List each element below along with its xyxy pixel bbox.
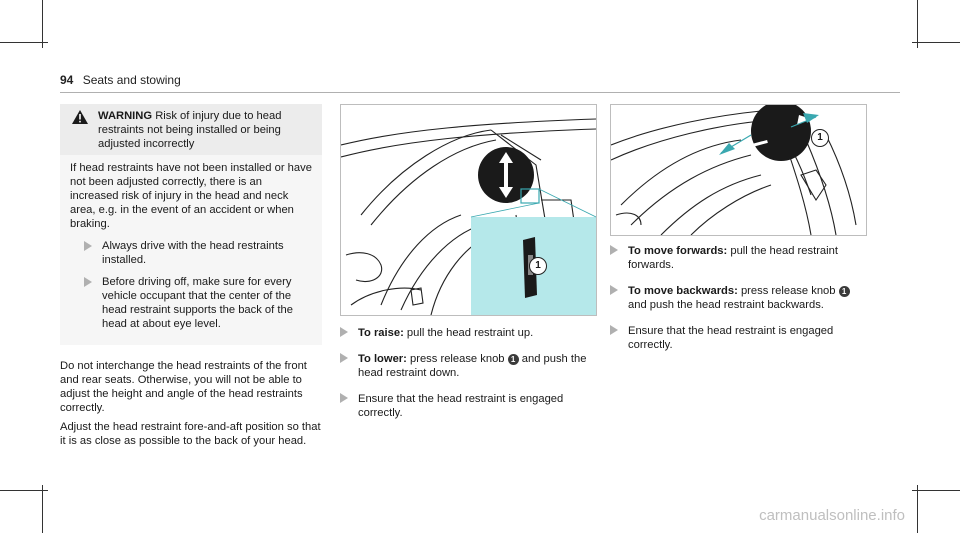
figure-raise-lower: 1 [340, 104, 597, 316]
crop-mark [0, 42, 48, 43]
body-paragraph: Adjust the head restraint fore-and-aft p… [60, 421, 321, 447]
warning-box: WARNING Risk of injury due to head restr… [60, 104, 322, 345]
warning-heading: WARNING Risk of injury due to head restr… [60, 104, 322, 155]
instruction-step: To move backwards: press release knob 1 … [610, 284, 868, 312]
instruction-step: To raise: pull the head restraint up. [340, 326, 598, 340]
arrow-icon [610, 325, 618, 335]
arrow-icon [340, 353, 348, 363]
head-restraint-illustration [340, 118, 597, 316]
arrow-icon [340, 393, 348, 403]
warning-title: WARNING [98, 110, 153, 122]
warning-triangle-icon [72, 110, 88, 124]
warning-bullet: Before driving off, make sure for every … [84, 275, 312, 331]
instruction-step: To move forwards: pull the head restrain… [610, 244, 868, 272]
right-column: To move forwards: pull the head restrain… [610, 244, 868, 364]
head-restraint-illustration [610, 101, 857, 236]
knob-callout: 1 [507, 353, 519, 365]
crop-mark [42, 485, 43, 533]
crop-mark [0, 490, 48, 491]
warning-body: If head restraints have not been install… [60, 155, 322, 345]
figure-forward-backward: 1 [610, 101, 867, 236]
body-paragraph: Do not interchange the head restraints o… [60, 360, 307, 414]
arrow-icon [610, 245, 618, 255]
left-column: WARNING Risk of injury due to head restr… [60, 104, 322, 448]
page-header: 94 Seats and stowing [60, 73, 181, 87]
arrow-icon [610, 285, 618, 295]
page-number: 94 [60, 73, 74, 87]
section-title: Seats and stowing [82, 73, 181, 87]
callout-1: 1 [811, 129, 829, 147]
crop-mark [912, 490, 960, 491]
watermark[interactable]: carmanualsonline.info [759, 507, 905, 524]
crop-mark [42, 0, 43, 48]
crop-mark [912, 42, 960, 43]
instruction-step: Ensure that the head restraint is engage… [340, 392, 598, 420]
knob-callout: 1 [838, 285, 850, 297]
middle-column: To raise: pull the head restraint up. To… [340, 326, 598, 432]
header-divider [60, 92, 900, 93]
arrow-icon [84, 241, 92, 251]
crop-mark [917, 0, 918, 48]
crop-mark [917, 485, 918, 533]
arrow-icon [340, 327, 348, 337]
warning-bullet: Always drive with the head restraints in… [84, 239, 312, 267]
callout-1: 1 [529, 257, 547, 275]
arrow-icon [84, 277, 92, 287]
instruction-step: Ensure that the head restraint is engage… [610, 324, 868, 352]
warning-subtitle: Risk of injury due to head restraints no… [98, 110, 282, 150]
instruction-step: To lower: press release knob 1 and push … [340, 352, 598, 380]
warning-text: If head restraints have not been install… [70, 162, 312, 230]
